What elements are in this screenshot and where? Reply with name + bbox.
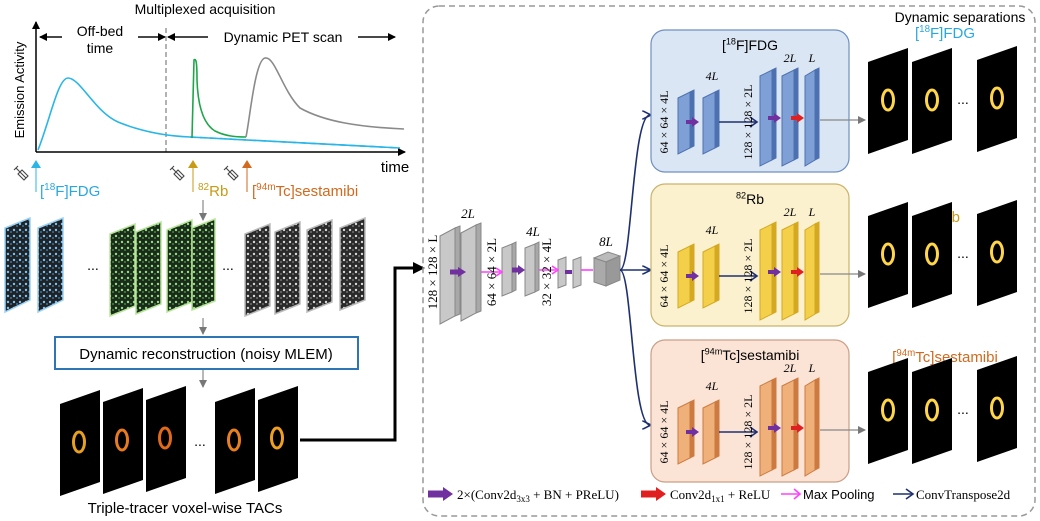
output-image	[912, 48, 952, 154]
output-image	[868, 202, 908, 308]
output-image	[977, 356, 1017, 462]
branch-title-tc: [94mTc]sestamibi	[701, 346, 800, 363]
output-image	[912, 202, 952, 308]
ellipsis-1: ...	[87, 257, 99, 273]
encoder	[439, 222, 622, 325]
myocardium-ring	[925, 242, 939, 266]
fdg-curve	[37, 77, 401, 151]
enc-conv-arrowhead	[458, 267, 466, 277]
frames-green	[109, 217, 216, 318]
output-image	[868, 358, 908, 464]
output-image	[977, 200, 1017, 306]
myocardium-ring	[881, 242, 895, 266]
branch-dim-a: 64 × 64 × 4L	[657, 401, 671, 464]
legend-pool: Max Pooling	[803, 487, 875, 502]
output-ellipsis: ...	[957, 401, 969, 417]
branch-top-b2: 2L	[784, 205, 797, 219]
branch-tc: [94mTc]sestamibi 64 × 64 × 4L 4L 128 × 128 …	[650, 339, 1017, 483]
myocardium-ring	[925, 88, 939, 112]
network-panel	[422, 5, 1036, 517]
branch-box-rb	[650, 183, 850, 327]
offbed-label-1: Off-bed	[77, 23, 123, 39]
output-image	[868, 48, 908, 154]
branch-top-b3: L	[808, 51, 816, 65]
enc-l1-dim: 128 × 128 × L	[425, 235, 440, 310]
rb-injection-marker	[188, 160, 198, 168]
acquisition-title: Multiplexed acquisition	[135, 1, 276, 17]
tracer-label-rb: 82Rb	[198, 182, 228, 200]
fdg-curve-dashed	[189, 136, 401, 149]
output-image	[977, 46, 1017, 152]
offbed-label-2: time	[87, 40, 114, 56]
branch-title-rb: 82Rb	[736, 190, 764, 207]
output-ellipsis: ...	[957, 91, 969, 107]
syringe-icon	[223, 165, 239, 181]
syringe-icon	[13, 165, 29, 181]
fdg-injection-marker	[31, 160, 41, 168]
enc-l1-top: 2L	[461, 206, 475, 221]
rb-curve	[191, 58, 247, 139]
input-arrow	[300, 262, 425, 442]
enc-l3-top: 8L	[599, 234, 613, 249]
branch-top-b3: L	[808, 361, 816, 375]
myocardium-ring	[881, 88, 895, 112]
tac-label: Triple-tracer voxel-wise TACs	[88, 500, 283, 517]
ellipsis-2: ...	[222, 257, 234, 273]
legend: 2×(Conv2d3x3 + BN + PReLU) Conv2d1x1 + R…	[428, 487, 1011, 504]
tracer-label-fdg: [18F]FDG	[40, 182, 100, 200]
branch-top-a: 4L	[706, 379, 719, 393]
branch-dim-b: 128 × 128 × 2L	[741, 395, 755, 470]
recon-box	[54, 336, 359, 370]
legend-transpose: ConvTranspose2d	[916, 487, 1011, 502]
branch-box-tc	[650, 339, 850, 483]
legend-conv1: Conv2d1x1 + ReLU	[670, 487, 771, 504]
output-image	[912, 358, 952, 464]
recon-label: Dynamic reconstruction (noisy MLEM)	[79, 346, 332, 363]
branch-top-b2: 2L	[784, 361, 797, 375]
tc-curve	[245, 57, 405, 138]
branch-dim-b: 128 × 128 × 2L	[741, 85, 755, 160]
tracer-label-tc: [94mTc]sestamibi	[252, 182, 358, 200]
branch-fdg: [18F]FDG 64 × 64 × 4L 4L 128 × 128 × 2L 2L L […	[650, 24, 1017, 173]
myocardium-ring	[925, 398, 939, 422]
branch-top-b3: L	[808, 205, 816, 219]
legend-conv: 2×(Conv2d3x3 + BN + PReLU)	[457, 487, 619, 504]
transpose-arrow-tc	[619, 269, 650, 425]
output-label-fdg: [18F]FDG	[915, 24, 975, 42]
branch-dim-a: 64 × 64 × 4L	[657, 245, 671, 308]
dynamic-separations-title: Dynamic separations	[895, 9, 1026, 25]
branch-top-b2: 2L	[784, 51, 797, 65]
myocardium-ring	[881, 398, 895, 422]
transpose-arrow-fdg	[619, 115, 650, 271]
branch-box-fdg	[650, 29, 850, 173]
tc-injection-marker	[242, 160, 252, 168]
enc-l2-top: 4L	[526, 224, 540, 239]
y-axis-label: Emission Activity	[12, 41, 27, 138]
ellipsis-3: ...	[194, 433, 206, 449]
syringe-icon	[169, 165, 185, 181]
tac-images	[60, 386, 298, 496]
branch-top-a: 4L	[706, 69, 719, 83]
myocardium-ring	[990, 396, 1004, 420]
output-label-tc: [94mTc]sestamibi	[892, 348, 998, 366]
output-ellipsis: ...	[957, 245, 969, 261]
branch-top-a: 4L	[706, 223, 719, 237]
frames-gray	[244, 216, 366, 318]
enc-l3-dim: 32 × 32 × 4L	[539, 238, 554, 306]
branch-title-fdg: [18F]FDG	[722, 36, 778, 53]
myocardium-ring	[990, 240, 1004, 264]
frames-blue	[4, 216, 64, 314]
branch-dim-b: 128 × 128 × 2L	[741, 239, 755, 314]
branch-dim-a: 64 × 64 × 4L	[657, 91, 671, 154]
enc-l2-dim: 64 × 64 × 2L	[484, 238, 499, 306]
x-axis-label: time	[381, 159, 409, 176]
myocardium-ring	[990, 86, 1004, 110]
dynamic-scan-label: Dynamic PET scan	[224, 29, 343, 45]
